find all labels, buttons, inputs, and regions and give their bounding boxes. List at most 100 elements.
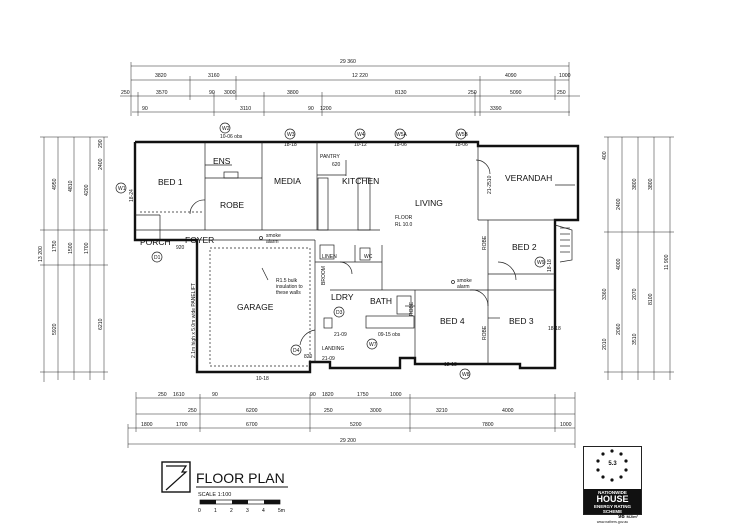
window-tag: W5B xyxy=(457,132,469,138)
dim-right: 2060 xyxy=(616,323,622,335)
bottom-dimensions: 250 1610 90 90 1820 1750 1000 250 6200 2… xyxy=(127,392,576,448)
dim-bottom: 90 xyxy=(310,392,316,398)
window-tag: 18-24 xyxy=(129,189,135,202)
door-tag: D4 xyxy=(293,348,300,354)
dim-left: 5920 xyxy=(52,323,58,335)
dim-bottom: 1800 xyxy=(141,422,153,428)
dim-left: 4200 xyxy=(84,184,90,196)
dim-right: 2010 xyxy=(602,338,608,350)
room-labels: BED 1 ENS ROBE MEDIA KITCHEN PANTRY LIVI… xyxy=(140,154,552,352)
insulation-note: these walls xyxy=(276,290,301,296)
room-label-pantry: PANTRY xyxy=(320,154,340,160)
dim-bottom: 90 xyxy=(212,392,218,398)
dim-right: 3360 xyxy=(602,288,608,300)
dim-left: 1750 xyxy=(52,240,58,252)
fixtures xyxy=(140,159,575,367)
dim-bottom: 7800 xyxy=(482,422,494,428)
right-dimensions: 11 900 3800 8100 3800 2070 3510 2400 400… xyxy=(602,136,674,380)
dim-left: 6210 xyxy=(98,318,104,330)
dim-bottom: 1820 xyxy=(322,392,334,398)
dim-right-overall: 11 900 xyxy=(664,254,670,270)
annotations: FLOOR RL 10.0 smoke alarm smoke alarm R1… xyxy=(115,122,561,382)
dim-left: 1500 xyxy=(68,242,74,254)
dim-top: 1200 xyxy=(320,106,332,112)
window-tag: W3 xyxy=(287,132,295,138)
insulation-note: R1.5 bulk xyxy=(276,278,298,284)
dim-bottom: 1000 xyxy=(390,392,402,398)
window-tag: 10-18 xyxy=(256,376,269,382)
door-tag: 620 xyxy=(332,162,341,168)
energy-number: 98 xyxy=(618,514,625,520)
dim-bottom-overall: 29 200 xyxy=(340,438,356,444)
floor-level-note: RL 10.0 xyxy=(395,222,413,228)
dim-top: 250 xyxy=(468,90,477,96)
room-label-bed3: BED 3 xyxy=(509,316,534,326)
dim-bottom: 250 xyxy=(188,408,197,414)
dim-right: 2400 xyxy=(616,198,622,210)
star-ring-icon xyxy=(596,449,628,482)
dim-top: 250 xyxy=(121,90,130,96)
window-tag: W9 xyxy=(537,260,545,266)
dim-right: 3800 xyxy=(632,178,638,190)
dim-left: 4950 xyxy=(52,178,58,190)
dim-right: 3800 xyxy=(648,178,654,190)
energy-unit: MJ/m² xyxy=(626,514,638,519)
dim-bottom: 6700 xyxy=(246,422,258,428)
dim-top: 3160 xyxy=(208,73,220,79)
window-tag: W7 xyxy=(369,342,377,348)
badge-website: www.nathers.gov.au xyxy=(596,520,629,524)
dim-bottom: 1750 xyxy=(357,392,369,398)
window-tag: 18-18 xyxy=(284,142,297,148)
dim-bottom: 1610 xyxy=(173,392,185,398)
dim-left: 2400 xyxy=(98,158,104,170)
room-label-media: MEDIA xyxy=(274,176,301,186)
dim-top: 250 xyxy=(557,90,566,96)
dim-bottom: 6200 xyxy=(246,408,258,414)
window-tag: 18-06 xyxy=(394,142,407,148)
room-label-ens: ENS xyxy=(213,156,231,166)
dim-left: 4810 xyxy=(68,180,74,192)
smoke-alarm-note: smoke xyxy=(457,278,472,284)
dim-right: 8100 xyxy=(648,293,654,305)
room-label-bath: BATH xyxy=(370,296,392,306)
dim-top: 12 220 xyxy=(352,73,368,79)
energy-rating-badge: 5.3 NATIONWIDE HOUSE ENERGY RATING SCHEM… xyxy=(583,446,642,524)
dim-top: 3800 xyxy=(287,90,299,96)
room-label-kitchen: KITCHEN xyxy=(342,176,379,186)
room-label-broom: BROOM xyxy=(321,266,327,285)
dim-top-overall: 29 360 xyxy=(340,59,356,65)
dim-top: 3820 xyxy=(155,73,167,79)
dim-top: 8130 xyxy=(395,90,407,96)
room-label-porch: PORCH xyxy=(140,237,171,247)
smoke-alarm-note: alarm xyxy=(457,284,470,290)
badge-band: NATIONWIDE HOUSE ENERGY RATING SCHEME xyxy=(584,489,641,514)
window-tag: 21-2510 xyxy=(487,175,493,194)
dim-top: 3570 xyxy=(156,90,168,96)
dim-right: 2070 xyxy=(632,288,638,300)
dim-bottom: 250 xyxy=(324,408,333,414)
room-label-landing: LANDING xyxy=(322,346,344,352)
dim-top: 1000 xyxy=(559,73,571,79)
dim-right: 3510 xyxy=(632,333,638,345)
door-tag: 21-09 xyxy=(334,332,347,338)
smoke-alarm-note: smoke xyxy=(266,233,281,239)
dim-top: 5090 xyxy=(510,90,522,96)
window-tag: W5A xyxy=(396,132,408,138)
room-label-verandah: VERANDAH xyxy=(505,173,552,183)
window-tag: 09-15 obs xyxy=(378,332,401,338)
badge-line2: HOUSE xyxy=(596,494,629,504)
garage-door-note: 2.1m high x 5.0m wide PANELIFT xyxy=(191,283,197,358)
room-label-robe: ROBE xyxy=(409,301,415,316)
window-tag: 18-18 xyxy=(548,326,561,332)
badge-line1: NATIONWIDE xyxy=(598,490,627,495)
star-rating-value: 5.3 xyxy=(608,461,617,467)
dim-left-overall: 13 200 xyxy=(38,246,44,262)
dim-top: 3000 xyxy=(224,90,236,96)
left-dimensions: 13 200 4950 1750 5920 4810 1500 4200 170… xyxy=(38,136,108,382)
room-label-robe: ROBE xyxy=(482,325,488,340)
star-rating: 5.3 xyxy=(584,447,641,489)
dim-bottom: 250 xyxy=(158,392,167,398)
window-tag: 10-06 obs xyxy=(220,134,243,140)
dim-bottom: 4000 xyxy=(502,408,514,414)
